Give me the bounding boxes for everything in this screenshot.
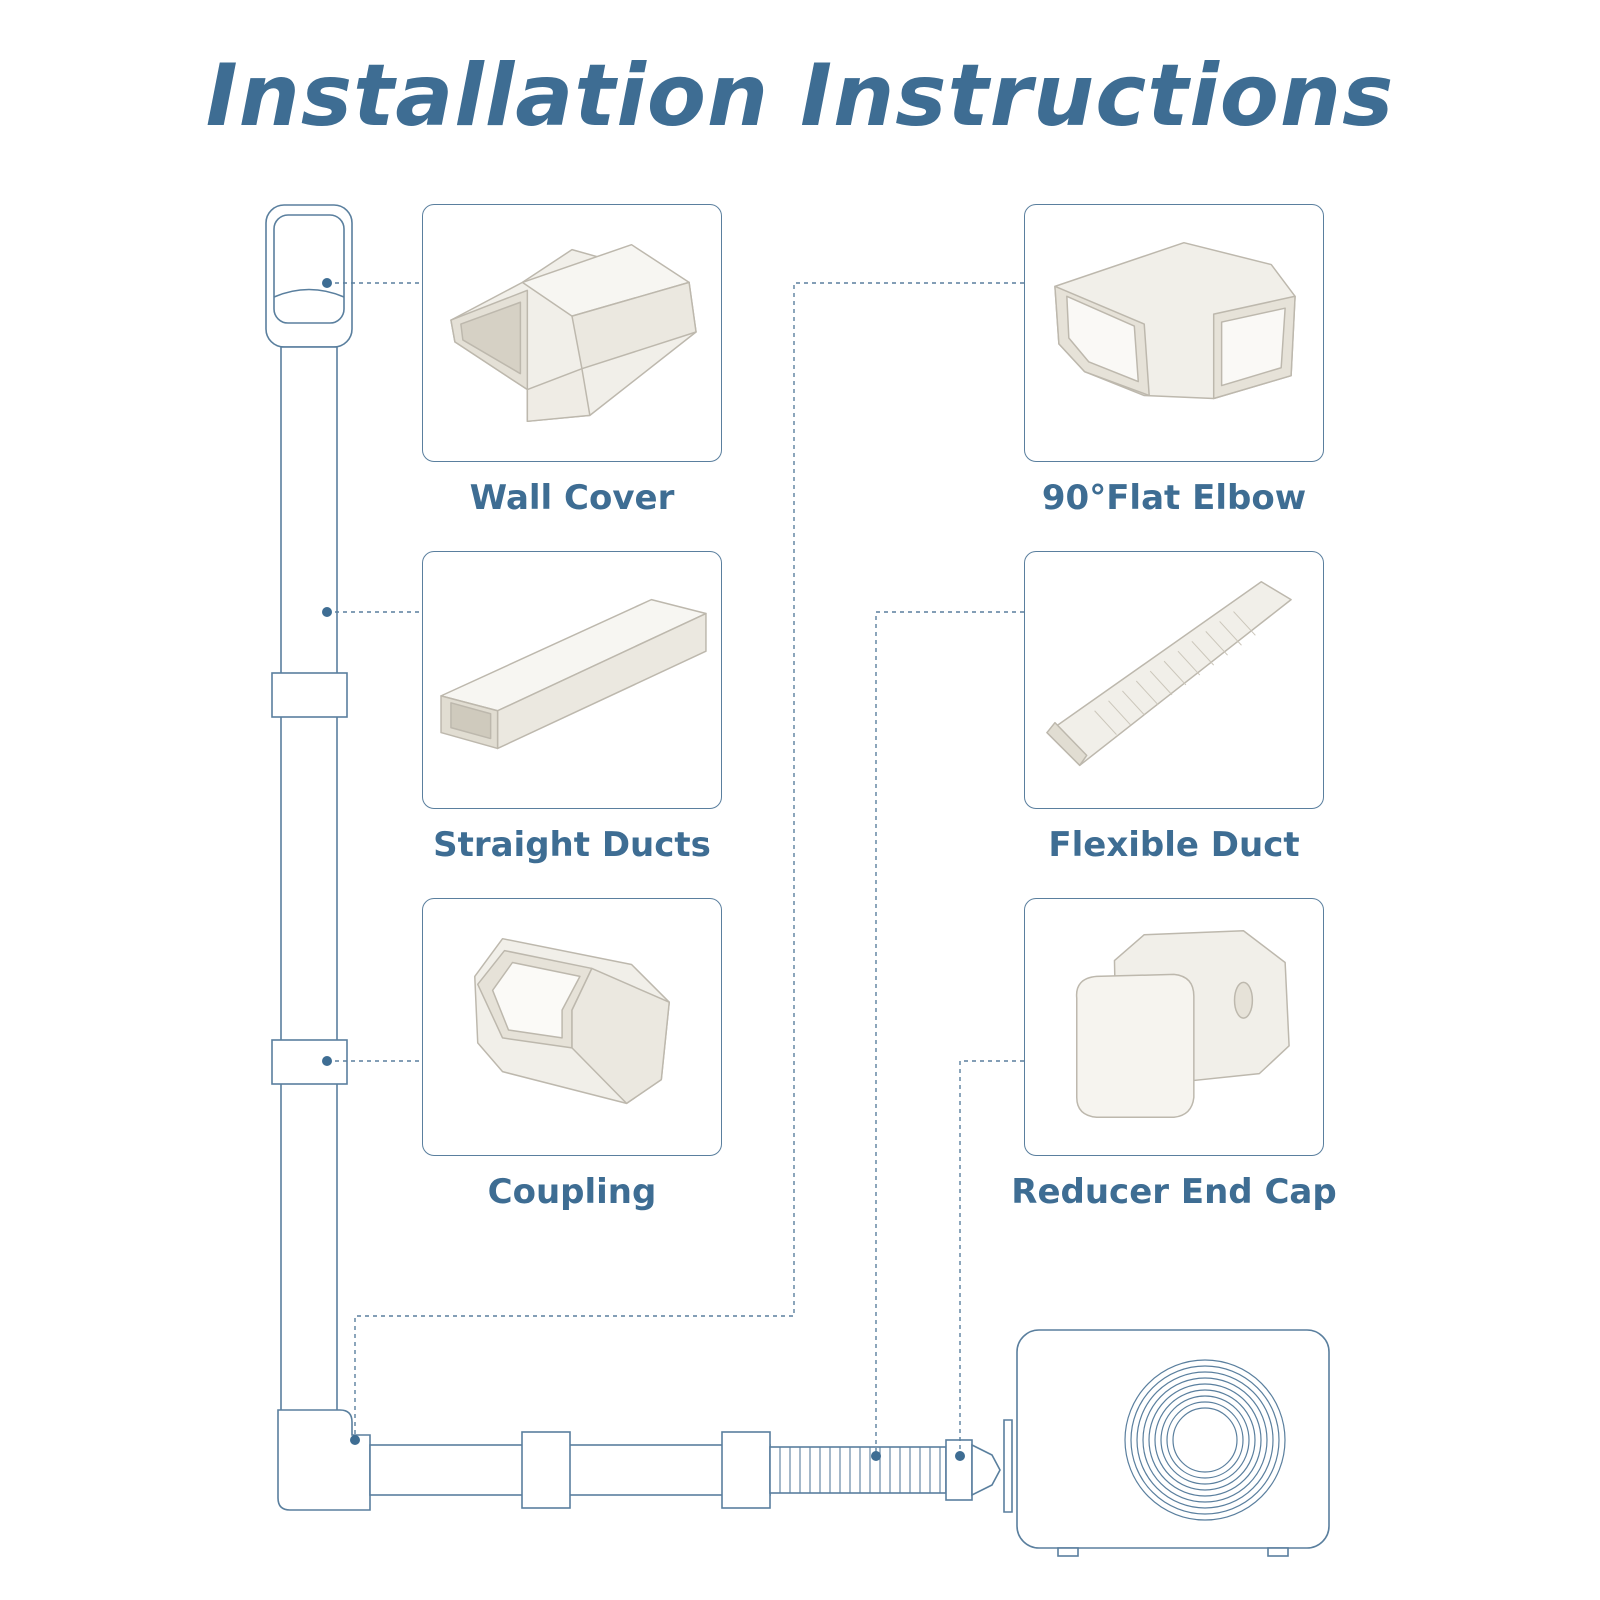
page-title: Installation Instructions xyxy=(205,46,1395,146)
label-coupling: Coupling xyxy=(487,1172,657,1212)
card-flexible-duct xyxy=(1024,551,1324,809)
reducer-end-cap-icon xyxy=(1075,930,1290,1119)
schematic-outdoor-unit xyxy=(1003,1329,1330,1557)
schematic-coupling-h1 xyxy=(521,1431,571,1509)
label-flat-elbow: 90°Flat Elbow xyxy=(1041,478,1307,518)
schematic-reducer-end-cap xyxy=(945,1439,1001,1501)
leader-reducer-end-cap xyxy=(959,1060,1024,1456)
schematic-elbow xyxy=(277,1409,371,1511)
card-reducer-end-cap xyxy=(1024,898,1324,1156)
coupling-icon xyxy=(474,937,670,1105)
label-straight-ducts: Straight Ducts xyxy=(433,825,711,865)
label-reducer-end-cap: Reducer End Cap xyxy=(1011,1172,1337,1212)
schematic-vertical-duct xyxy=(280,346,338,1418)
card-flat-elbow xyxy=(1024,204,1324,462)
flexible-duct-icon xyxy=(1046,581,1292,767)
wall-cover-icon xyxy=(450,243,697,423)
card-coupling xyxy=(422,898,722,1156)
straight-duct-icon xyxy=(440,598,707,750)
schematic-horizontal-duct xyxy=(369,1444,771,1496)
schematic-coupling-h2 xyxy=(721,1431,771,1509)
label-wall-cover: Wall Cover xyxy=(469,478,675,518)
label-flexible-duct: Flexible Duct xyxy=(1048,825,1300,865)
schematic-coupling-upper xyxy=(271,672,348,718)
schematic-flexible-duct xyxy=(769,1446,947,1494)
schematic-wall-cover xyxy=(265,204,353,348)
card-straight-ducts xyxy=(422,551,722,809)
flat-elbow-icon xyxy=(1054,241,1296,400)
schematic-coupling-lower xyxy=(271,1039,348,1085)
card-wall-cover xyxy=(422,204,722,462)
leader-flexible-duct xyxy=(875,611,1024,1456)
